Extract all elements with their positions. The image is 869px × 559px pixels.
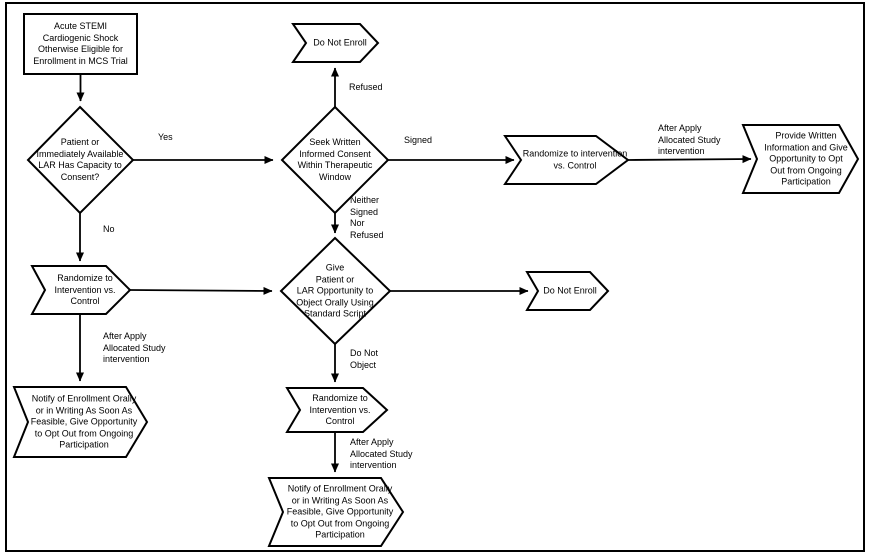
start-box-label: Acute STEMI Cardiogenic Shock Otherwise …: [33, 21, 128, 66]
notify-bottom-banner: [267, 477, 405, 547]
edge-label-after-apply-right: After Apply Allocated Study intervention: [658, 123, 721, 156]
edge-label-do-not-object: Do Not Object: [350, 348, 379, 370]
edge-label-no: No: [103, 224, 115, 234]
notify-left-label: Notify of Enrollment Orally or in Writin…: [30, 393, 138, 450]
start-box: [23, 13, 138, 75]
diagram-border: [5, 2, 865, 552]
do-not-enroll-mid-banner: [525, 271, 610, 311]
edge-randleft-to-object: [129, 286, 273, 295]
provide-written-banner: [741, 124, 860, 194]
object-decision-diamond: [279, 236, 392, 346]
notify-bottom-label: Notify of Enrollment Orally or in Writin…: [286, 483, 394, 540]
randomize-left-label: Randomize to Intervention vs. Control: [54, 272, 116, 306]
notify-left-banner: [12, 386, 149, 458]
capacity-decision-label: Patient or Immediately Available LAR Has…: [36, 137, 124, 182]
randomize-bottom-banner: [285, 387, 389, 433]
do-not-enroll-top-label: Do Not Enroll: [313, 37, 367, 48]
randomize-right-label: Randomize to intervention vs. Control: [522, 148, 628, 171]
edge-label-yes: Yes: [158, 132, 173, 142]
randomize-left-banner: [30, 265, 132, 315]
edge-label-neither-signed-nor-refused: Neither Signed Nor Refused: [350, 195, 384, 240]
edge-after-apply-right: [627, 155, 752, 164]
do-not-enroll-top-banner: [291, 23, 380, 63]
capacity-decision-diamond: [26, 105, 135, 215]
edge-label-after-apply-left: After Apply Allocated Study intervention: [103, 331, 166, 364]
seek-consent-diamond: [280, 105, 390, 215]
randomize-bottom-label: Randomize to Intervention vs. Control: [309, 392, 371, 426]
object-decision-label: Give Patient or LAR Opportunity to Objec…: [296, 262, 374, 319]
edge-label-after-apply-bottom: After Apply Allocated Study intervention: [350, 437, 413, 470]
provide-written-label: Provide Written Information and Give Opp…: [764, 130, 848, 187]
randomize-right-banner: [503, 135, 630, 185]
seek-consent-label: Seek Written Informed Consent Within The…: [297, 137, 373, 182]
edge-label-refused: Refused: [349, 82, 383, 92]
edge-label-signed: Signed: [404, 135, 433, 145]
do-not-enroll-mid-label: Do Not Enroll: [543, 285, 597, 296]
